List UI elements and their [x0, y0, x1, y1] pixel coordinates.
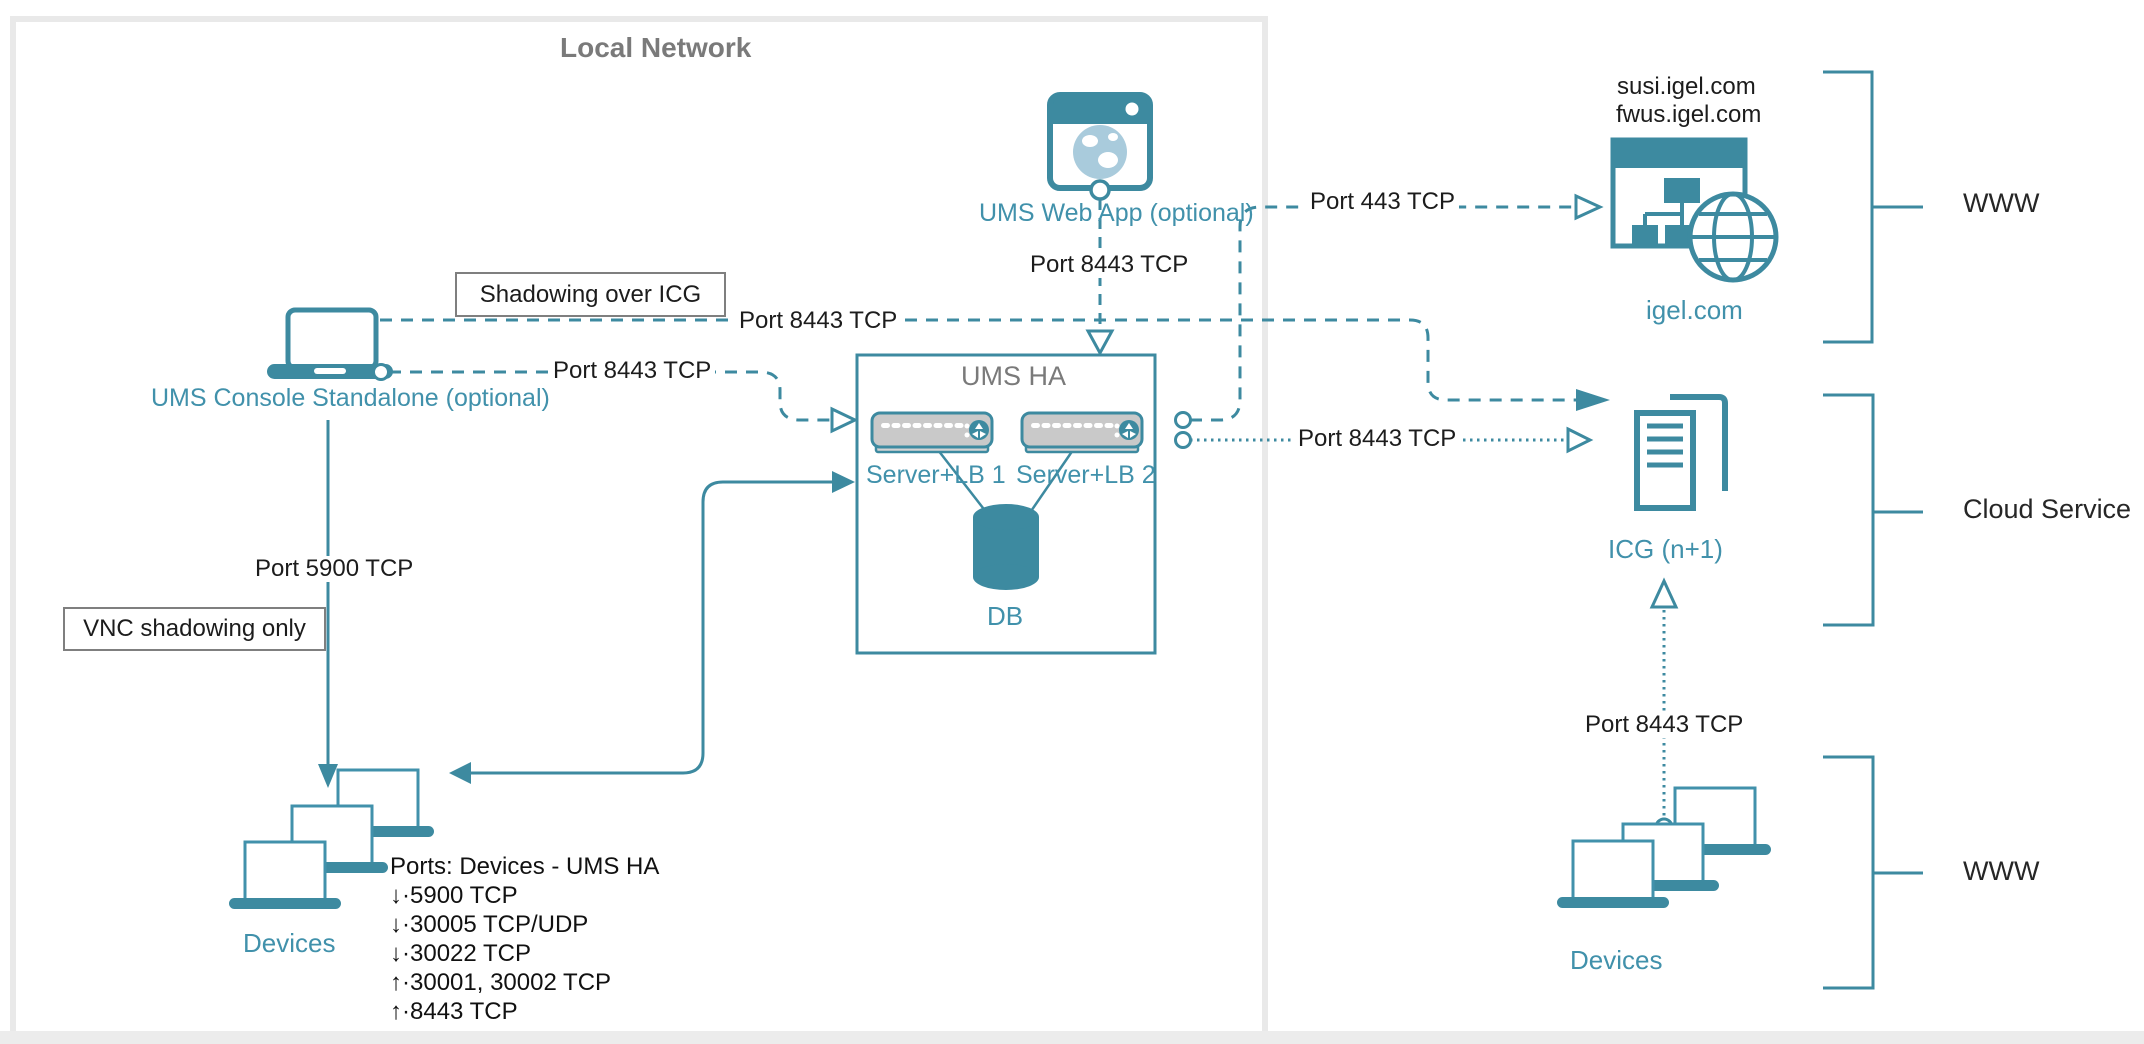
ports-list-item: ↓·30005 TCP/UDP — [390, 911, 589, 938]
port-label-8443-webapp: Port 8443 TCP — [1026, 251, 1193, 279]
server-lb1-label: Server+LB 1 — [866, 461, 1006, 489]
icg-server-icon — [1634, 394, 1728, 511]
ports-list-item: ↑·8443 TCP — [390, 998, 518, 1025]
zone-bracket-www-top — [1823, 70, 1923, 344]
igel-label: igel.com — [1646, 295, 1743, 325]
zone-label-cloud-service: Cloud Service — [1963, 494, 2132, 524]
devices-icg-dotted-connector — [1649, 577, 1679, 837]
devices-right-icon — [1557, 786, 1771, 908]
zone-bracket-www-bottom — [1823, 755, 1923, 990]
console-label: UMS Console Standalone (optional) — [151, 384, 550, 412]
ums-ha-box — [855, 353, 1157, 655]
webapp-label: UMS Web App (optional) — [979, 199, 1254, 227]
arrowhead-filled-right-icon — [1576, 389, 1610, 411]
devices-ums-solid-connector — [449, 471, 855, 784]
ports-list-item: ↓·30022 TCP — [390, 940, 531, 967]
devices-left-icon — [229, 768, 434, 909]
server-lb2-icon — [1020, 411, 1144, 454]
igel-domain-susi: susi.igel.com — [1617, 73, 1756, 100]
arrowhead-open-right-icon — [830, 406, 859, 434]
arrowhead-open-down-icon — [1085, 329, 1115, 357]
server-lb1-icon — [870, 411, 994, 454]
ports-list-item: ↓·5900 TCP — [390, 882, 518, 909]
ports-list: Ports: Devices - UMS HA ↓·5900 TCP ↓·300… — [390, 852, 659, 1026]
shadowing-callout-text: Shadowing over ICG — [479, 280, 702, 308]
sitemap-globe-icon — [1610, 137, 1779, 283]
browser-globe-icon — [1047, 92, 1153, 201]
ums-ha-title: UMS HA — [961, 361, 1067, 391]
console-devices-solid-connector — [318, 420, 338, 788]
port-label-8443-shadowing: Port 8443 TCP — [735, 307, 902, 335]
local-network-title: Local Network — [560, 32, 752, 63]
laptop-icon — [267, 307, 393, 381]
arrowhead-open-up-icon — [1649, 577, 1679, 609]
vnc-callout-text: VNC shadowing only — [83, 615, 306, 642]
zone-label-www-bottom: WWW — [1963, 856, 2040, 886]
arrowhead-filled-left-icon — [449, 762, 471, 784]
shadowing-dashed-connector — [380, 318, 1610, 411]
devices-right-label: Devices — [1570, 945, 1663, 975]
server-lb2-label: Server+LB 2 — [1016, 461, 1156, 489]
devices-left-label: Devices — [243, 928, 336, 958]
port-label-443-igel: Port 443 TCP — [1306, 188, 1459, 216]
igel-domain-fwus: fwus.igel.com — [1616, 101, 1762, 128]
ports-list-item: ↑·30001, 30002 TCP — [390, 969, 612, 996]
console-ums-dashed-connector — [389, 370, 859, 434]
database-icon — [973, 504, 1039, 590]
vnc-callout-box: VNC shadowing only — [63, 607, 326, 651]
bottom-edge-strip — [0, 1031, 2144, 1044]
ports-list-title: Ports: Devices - UMS HA — [390, 853, 660, 880]
zone-label-www-top: WWW — [1963, 188, 2040, 218]
arrowhead-open-right-icon — [1566, 426, 1594, 454]
zone-bracket-cloud — [1823, 393, 1923, 627]
connector-port-circle — [1174, 411, 1192, 429]
shadowing-callout-box: Shadowing over ICG — [455, 272, 726, 317]
port-label-8443-icg: Port 8443 TCP — [1294, 425, 1461, 453]
connector-port-circle — [1174, 431, 1192, 449]
port-label-5900-vnc: Port 5900 TCP — [251, 555, 418, 583]
arrowhead-filled-down-icon — [318, 764, 338, 788]
port-label-8443-devices: Port 8443 TCP — [1581, 711, 1748, 739]
db-label: DB — [987, 601, 1024, 631]
icg-label: ICG (n+1) — [1608, 534, 1723, 564]
port-label-8443-console: Port 8443 TCP — [549, 357, 716, 385]
arrowhead-filled-right-icon — [832, 471, 855, 493]
ums-igel-dashed-connector — [1174, 193, 1604, 429]
arrowhead-open-right-icon — [1574, 193, 1604, 221]
